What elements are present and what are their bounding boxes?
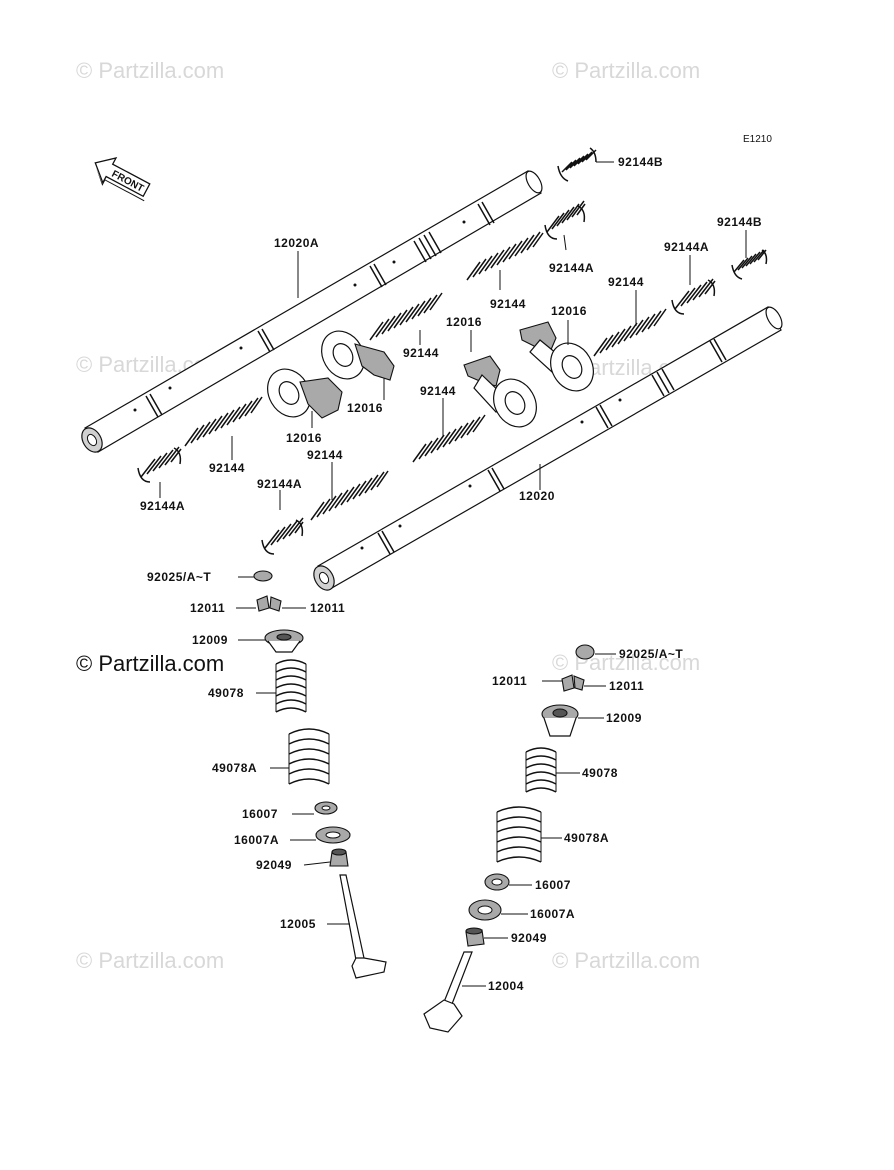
callout-labels: 92144B 12020A 92144B 92144A 92144A 92144… xyxy=(140,155,762,993)
spring-92144-upper-long xyxy=(466,231,544,281)
label-12005: 12005 xyxy=(280,917,316,931)
spring-92144b-top xyxy=(557,147,597,182)
label-92144-left-long: 92144 xyxy=(209,461,245,475)
retainer-12009-right xyxy=(541,704,579,737)
watermark-bottom-left: © Partzilla.com xyxy=(76,948,224,973)
cotter-12011-right xyxy=(561,674,585,692)
label-49078a-left: 49078A xyxy=(212,761,257,775)
rocker-arm-12016-b xyxy=(321,330,395,381)
label-12011-right-1: 12011 xyxy=(492,674,527,688)
watermark-top-left: © Partzilla.com xyxy=(76,58,224,83)
label-92049-right: 92049 xyxy=(511,931,547,945)
cotter-12011-left xyxy=(256,595,282,612)
leader-lines xyxy=(159,161,747,987)
spring-92144-right-long xyxy=(593,308,667,357)
valve-12005 xyxy=(339,874,387,979)
label-12011-left-2: 12011 xyxy=(310,601,345,615)
label-12004: 12004 xyxy=(488,979,524,993)
rocker-arm-12016-a xyxy=(267,368,343,419)
label-12011-left-1: 12011 xyxy=(190,601,225,615)
diagram-code: E1210 xyxy=(743,134,772,145)
label-92144a-right-middle: 92144A xyxy=(664,240,709,254)
valve-spring-49078-right xyxy=(525,747,557,793)
stem-seal-92049-left xyxy=(329,848,349,867)
spring-seat-16007-left xyxy=(314,801,338,815)
label-12011-right-2: 12011 xyxy=(609,679,644,693)
label-92144a-lower-short: 92144A xyxy=(257,477,302,491)
valve-spring-49078a-left xyxy=(288,728,330,785)
label-92144-right-long: 92144 xyxy=(608,275,644,289)
spring-92144-center-lower xyxy=(412,414,486,463)
label-92025-right: 92025/A~T xyxy=(619,647,683,661)
label-12009-left: 12009 xyxy=(192,633,228,647)
label-12016-c: 12016 xyxy=(446,315,482,329)
rocker-shaft-12020 xyxy=(313,306,783,591)
label-12016-b: 12016 xyxy=(347,401,383,415)
watermark-layer: © Partzilla.com © Partzilla.com © Partzi… xyxy=(76,58,700,973)
label-92144a-right-upper: 92144A xyxy=(549,261,594,275)
spring-92144-left-long xyxy=(184,396,263,447)
label-92144b-top: 92144B xyxy=(618,155,663,169)
label-12016-d: 12016 xyxy=(551,304,587,318)
label-92025-left: 92025/A~T xyxy=(147,570,211,584)
label-12020: 12020 xyxy=(519,489,555,503)
spring-92144a-lower-short xyxy=(261,517,304,555)
shim-92025-right xyxy=(575,644,595,660)
label-49078-right: 49078 xyxy=(582,766,618,780)
spring-92144a-left-short xyxy=(137,446,182,483)
valve-spring-49078-left xyxy=(275,659,307,713)
label-49078-left: 49078 xyxy=(208,686,244,700)
label-16007-left: 16007 xyxy=(242,807,278,821)
watermark-top-right: © Partzilla.com xyxy=(552,58,700,83)
label-92144-center-left: 92144 xyxy=(403,346,439,360)
label-16007a-right: 16007A xyxy=(530,907,575,921)
label-12016-a: 12016 xyxy=(286,431,322,445)
label-16007-right: 16007 xyxy=(535,878,571,892)
rocker-shaft-12020a xyxy=(81,170,543,453)
spring-seat-16007-right xyxy=(484,873,510,891)
rocker-arm-12016-c xyxy=(463,355,537,428)
valve-12004 xyxy=(423,951,473,1033)
label-12009-right: 12009 xyxy=(606,711,642,725)
spring-92144a-right-upper xyxy=(544,200,586,240)
spring-92144-lower-left xyxy=(310,470,389,521)
label-92144b-right: 92144B xyxy=(717,215,762,229)
spring-92144a-right-middle xyxy=(671,278,716,315)
spring-seat-16007a-right xyxy=(468,899,502,921)
spring-92144-center-left xyxy=(369,292,443,341)
label-49078a-right: 49078A xyxy=(564,831,609,845)
watermark-bottom-right: © Partzilla.com xyxy=(552,948,700,973)
label-92144-center-lower: 92144 xyxy=(420,384,456,398)
valve-spring-49078a-right xyxy=(496,806,542,863)
spring-92144b-right xyxy=(731,249,768,280)
spring-seat-16007a-left xyxy=(315,826,351,844)
label-92144-upper-long: 92144 xyxy=(490,297,526,311)
label-92144a-left-short: 92144A xyxy=(140,499,185,513)
retainer-12009-left xyxy=(264,629,304,653)
stem-seal-92049-right xyxy=(465,927,485,947)
shim-92025-left xyxy=(253,570,273,582)
front-arrow-icon: FRONT xyxy=(94,157,151,202)
label-16007a-left: 16007A xyxy=(234,833,279,847)
label-92144-lower-left: 92144 xyxy=(307,448,343,462)
rocker-arm-12016-d xyxy=(519,321,594,392)
label-92049-left: 92049 xyxy=(256,858,292,872)
partzilla-watermark: © Partzilla.com xyxy=(76,651,224,676)
label-12020a: 12020A xyxy=(274,236,319,250)
